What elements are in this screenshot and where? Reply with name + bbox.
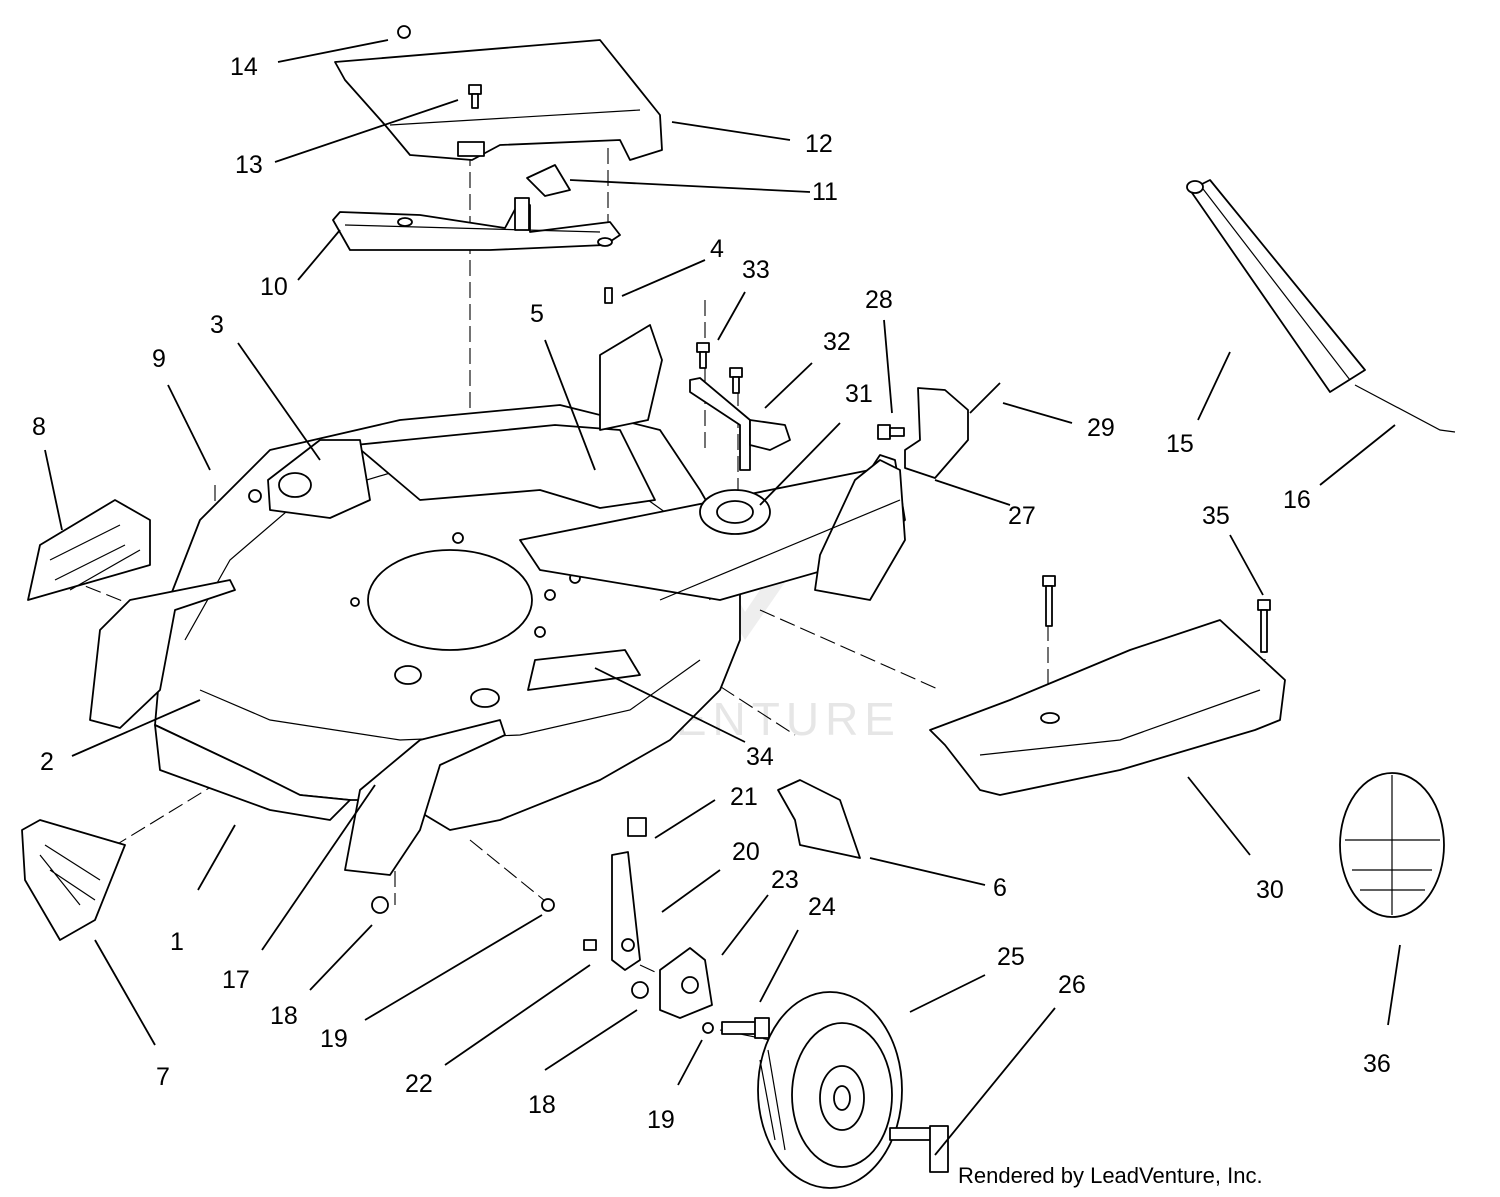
top-cover-12: [334, 39, 663, 161]
bolt-35: [1042, 575, 1271, 653]
callout-18-b: 18: [528, 1091, 556, 1119]
callout-23: 23: [771, 866, 799, 894]
callout-21: 21: [730, 783, 758, 811]
callout-15: 15: [1166, 430, 1194, 458]
bracket-27: [904, 387, 969, 479]
callout-16: 16: [1283, 486, 1311, 514]
pin-29: [969, 382, 1001, 414]
chute-base-10: [332, 197, 621, 251]
callouts: 1 2 3 4 5 6 7 8 9 10 11 12 13 14 15 16 1…: [32, 53, 1391, 1134]
callout-4: 4: [710, 235, 724, 263]
rear-flap-6: [777, 779, 861, 859]
callout-30: 30: [1256, 876, 1284, 904]
wheel-cover-36: [1339, 772, 1445, 918]
callout-24: 24: [808, 893, 836, 921]
rear-frame: [519, 324, 906, 601]
mower-deck: [154, 404, 741, 831]
side-flap-7: [21, 819, 126, 941]
nut-14: [397, 25, 411, 39]
callout-14: 14: [230, 53, 258, 81]
bracket-11: [526, 164, 571, 197]
callout-31: 31: [845, 380, 873, 408]
callout-33: 33: [742, 256, 770, 284]
callout-25: 25: [997, 943, 1025, 971]
callout-36: 36: [1363, 1050, 1391, 1078]
callout-13: 13: [235, 151, 263, 179]
callout-12: 12: [805, 130, 833, 158]
callout-9: 9: [152, 345, 166, 373]
screw-4: [604, 287, 613, 304]
callout-10: 10: [260, 273, 288, 301]
rear-skirt-30: [929, 619, 1286, 796]
callout-27: 27: [1008, 502, 1036, 530]
callout-19: 19: [320, 1025, 348, 1053]
bolt-28: [877, 424, 905, 440]
bumper-17: [344, 719, 506, 876]
callout-34: 34: [746, 743, 774, 771]
bumper-2: [89, 579, 236, 729]
callout-22: 22: [405, 1070, 433, 1098]
height-adjust: [371, 817, 770, 1039]
callout-32: 32: [823, 328, 851, 356]
callout-8: 8: [32, 413, 46, 441]
handle-15-16: [1186, 179, 1456, 433]
callout-29: 29: [1087, 414, 1115, 442]
callout-5: 5: [530, 300, 544, 328]
render-credit: Rendered by LeadVenture, Inc.: [958, 1163, 1263, 1188]
callout-7: 7: [156, 1063, 170, 1091]
callout-26: 26: [1058, 971, 1086, 999]
bolt-13: [468, 84, 482, 109]
callout-19-b: 19: [647, 1106, 675, 1134]
leader-lines: [44, 39, 1401, 1156]
callout-6: 6: [993, 874, 1007, 902]
wheel-25: [757, 991, 903, 1189]
callout-1: 1: [170, 928, 184, 956]
side-flap-8: [27, 499, 151, 601]
callout-18: 18: [270, 1002, 298, 1030]
callout-11: 11: [812, 178, 838, 206]
callout-28: 28: [865, 286, 893, 314]
callout-3: 3: [210, 311, 224, 339]
callout-20: 20: [732, 838, 760, 866]
callout-17: 17: [222, 966, 250, 994]
callout-2: 2: [40, 748, 54, 776]
callout-35: 35: [1202, 502, 1230, 530]
